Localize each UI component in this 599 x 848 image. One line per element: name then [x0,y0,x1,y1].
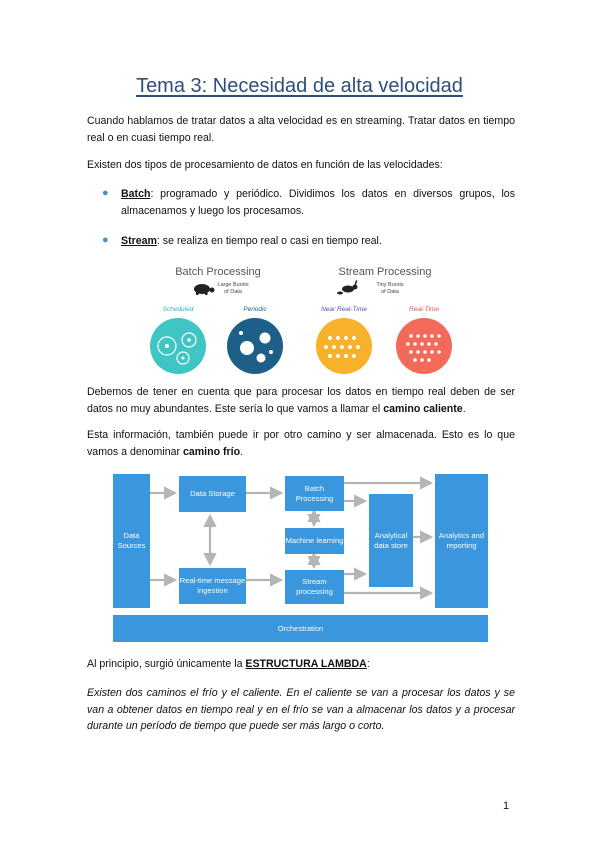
circle-real-time [396,318,452,374]
box-data-sources: Data Sources [113,474,150,608]
diagram-arrows [150,476,434,600]
processing-figure: Batch Processing Large Bursts of Data St… [150,266,452,374]
circle-label-near-real-time: Near Real-Time [321,306,367,313]
cold-path-text: Esta información, también puede ir por o… [87,429,515,458]
bullet-stream: Stream: se realiza en tiempo real o casi… [121,233,515,250]
hot-path-paragraph: Debemos de tener en cuenta que para proc… [87,384,515,417]
box-analytics-reporting: Analytics and reporting [435,474,488,608]
circle-scheduled [150,318,206,374]
circle-near-real-time [316,318,372,374]
cold-path-term: camino frío [182,445,241,458]
hot-path-end: . [462,402,466,415]
lambda-text: Al principio, surgió únicamente la [87,658,246,670]
box-analytical-store: Analytical data store [369,494,413,587]
architecture-diagram: Data Sources Data Storage Batch Processi… [113,474,488,642]
types-paragraph: Existen dos tipos de procesamiento de da… [87,159,443,171]
bullet-dot-batch: ● [102,187,109,199]
box-orchestration: Orchestration [113,615,488,642]
hot-path-term: camino caliente [383,402,463,415]
circle-label-periodic: Periodic [243,306,267,313]
box-machine-learning: Machine learning [285,528,344,554]
cold-path-end: . [240,445,244,458]
stream-title: Stream Processing [339,266,432,278]
bullet-dot-stream: ● [102,234,109,246]
box-data-storage: Data Storage [179,476,246,512]
bullet-batch: Batch: programado y periódico. Dividimos… [121,186,515,219]
lambda-term: ESTRUCTURA LAMBDA [245,658,367,670]
turtle-icon [194,284,215,295]
lambda-end: : [366,658,370,670]
bullet-batch-text: : programado y periódico. Dividimos los … [121,188,515,217]
page-title: Tema 3: Necesidad de alta velocidad [136,75,463,97]
page-number: 1 [503,800,510,812]
term-batch: Batch [121,188,151,200]
stream-sub-2: of Data [381,289,400,295]
batch-title: Batch Processing [175,266,261,278]
circle-periodic [227,318,283,374]
lambda-description: Existen dos caminos el frío y el calient… [87,687,515,732]
batch-sub-1: Large Bursts [217,282,248,288]
cold-path-paragraph: Esta información, también puede ir por o… [87,427,515,460]
circle-label-real-time: Real-Time [409,306,439,313]
lambda-paragraph: Al principio, surgió únicamente la ESTRU… [87,656,515,673]
stream-sub-1: Tiny Bursts [376,282,404,288]
box-batch-processing: Batch Processing [285,476,344,511]
box-realtime-ingestion: Real-time message ingestion [179,568,246,604]
hot-path-text: Debemos de tener en cuenta que para proc… [87,386,515,415]
box-stream-processing: Stream processing [285,570,344,604]
intro-paragraph: Cuando hablamos de tratar datos a alta v… [87,115,515,144]
rabbit-icon [337,280,358,295]
batch-sub-2: of Data [224,289,243,295]
circle-label-scheduled: Scheduled [163,306,194,313]
term-stream: Stream [121,235,157,247]
bullet-stream-text: : se realiza en tiempo real o casi en ti… [156,235,382,247]
